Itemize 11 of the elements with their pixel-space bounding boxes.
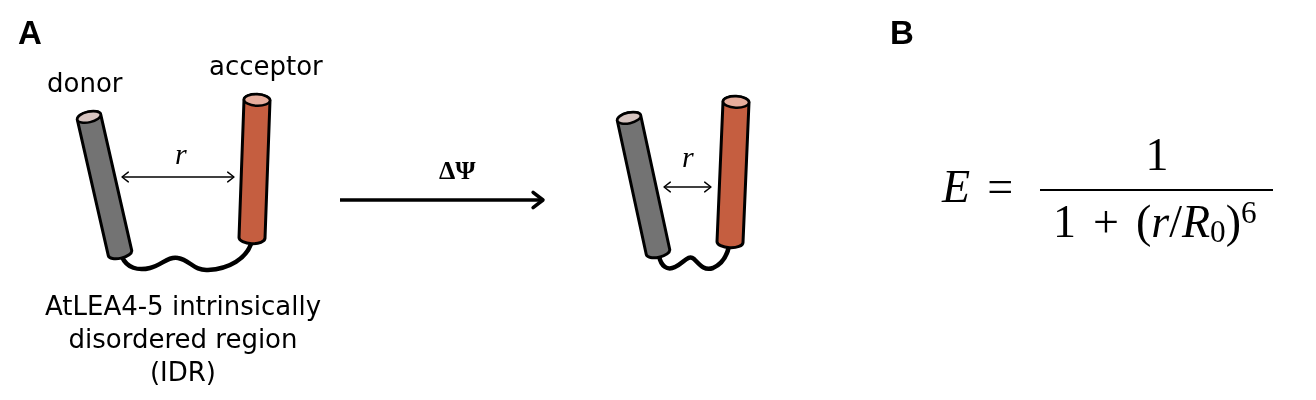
- equation-lhs: E =: [942, 160, 1014, 214]
- arrow: [340, 190, 545, 210]
- panel-letter: A: [18, 16, 42, 49]
- distance-symbol: r: [175, 139, 187, 169]
- helix-label: donor: [47, 67, 123, 100]
- distance-symbol: r: [682, 142, 694, 172]
- fraction-denominator: 1 + (r/R$_{0}$)$^{6}$: [1053, 193, 1257, 251]
- panel-letter: B: [890, 16, 914, 49]
- fraction-numerator: 1: [1145, 128, 1169, 182]
- region-caption: AtLEA4-5 intrinsically disordered region (IDR): [43, 290, 323, 389]
- helix-label: acceptor: [209, 50, 323, 83]
